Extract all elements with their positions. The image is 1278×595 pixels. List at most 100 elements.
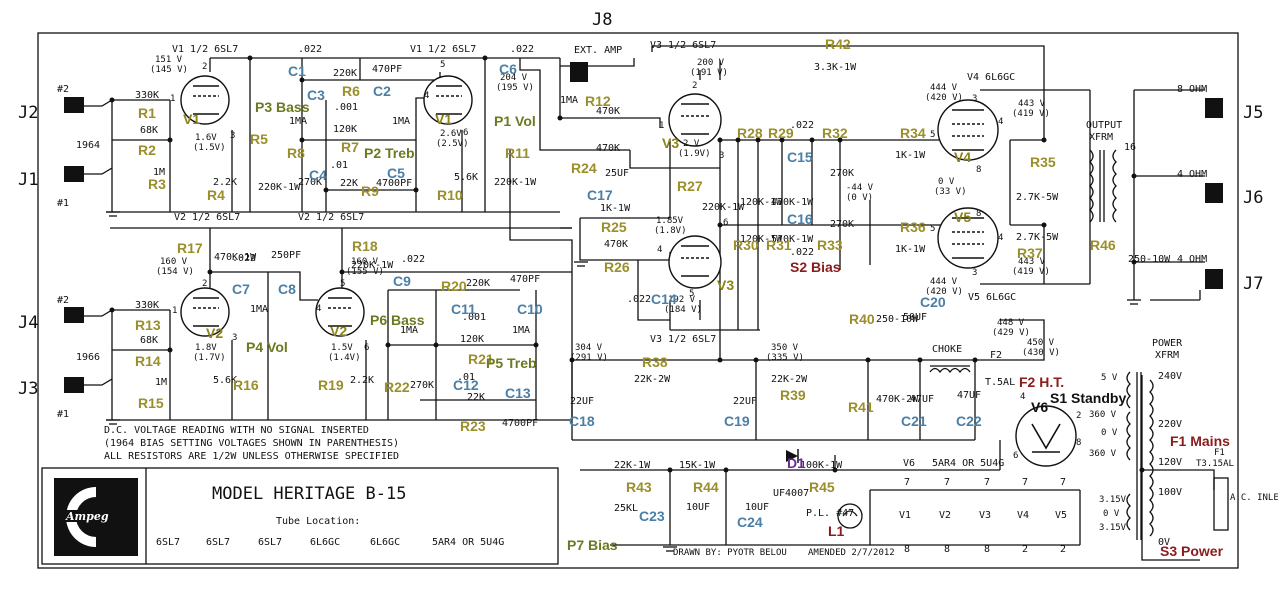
value-label: POWER [1152,338,1183,349]
ref-r42: R42 [825,36,851,52]
ampeg-logo-icon: Ampeg [54,478,138,556]
ref-r11: R11 [505,145,530,161]
value-label: 4 OHM [1177,169,1207,180]
value-label: 4 [316,304,321,314]
value-label: 443 V [1018,99,1046,109]
ref-c18: C18 [569,413,595,429]
ref-r15: R15 [138,395,164,411]
ref-c6: C6 [499,61,517,77]
value-label: 4700PF [376,178,412,189]
ref-c13: C13 [505,385,531,401]
value-label: 5 V [1101,373,1118,383]
jack-label-j7: J7 [1243,274,1263,294]
ref-r32: R32 [822,125,848,141]
ref-r23: R23 [460,418,486,434]
credit-amended: AMENDED 2/7/2012 [808,548,895,558]
transformers [786,149,1229,540]
value-label: V3 1/2 6SL7 [650,40,716,51]
value-label: 1K-1W [895,244,926,255]
value-label: 204 V [500,73,528,83]
value-label: 8 [976,165,981,175]
value-label: (0 V) [846,193,873,203]
ref-r26: R26 [604,259,630,275]
value-label: 8 OHM [1177,84,1207,95]
ref-r36: R36 [900,219,926,235]
value-label: 8 [984,544,990,555]
value-label: 470PF [510,274,540,285]
value-label: 100K-1W [800,460,843,471]
ref-p6-bass: P6 Bass [370,312,425,328]
ref-r4: R4 [207,187,225,203]
value-label: 4 [998,233,1003,243]
value-label: CHOKE [932,344,962,355]
value-label: V2 1/2 6SL7 [174,212,240,223]
value-label: (1.4V) [328,353,361,363]
credit-drawn-by: DRAWN BY: PYOTR BELOU [673,548,787,558]
value-label: 3.15V [1099,495,1127,505]
value-label: XFRM [1155,350,1179,361]
value-label: T.5AL [985,377,1015,388]
value-label: EXT. AMP [574,45,622,56]
value-label: V1 [899,510,911,521]
value-label: 192 V [668,295,696,305]
value-label: V1 1/2 6SL7 [172,44,238,55]
jack-label-j8: J8 [592,10,612,30]
value-label: 220V [1158,419,1182,430]
value-label: 2.6V [440,129,462,139]
ac-inlet [1213,477,1229,531]
ref-r27: R27 [677,178,703,194]
value-label: 4700PF [502,418,538,429]
value-label: V2 1/2 6SL7 [298,212,364,223]
value-label: 25KL [614,503,638,514]
ref-c22: C22 [956,413,982,429]
value-label: #2 [57,84,69,95]
wiring [84,45,1215,561]
value-label: UF4007 [773,488,809,499]
value-label: V5 6L6GC [968,292,1016,303]
value-label: 22K [467,392,485,403]
value-label: 250-10W [1128,254,1171,265]
value-label: 2 [202,279,207,289]
tube-location-3: 6SL7 [258,537,282,548]
value-label: 7 [984,477,990,488]
ref-r14: R14 [135,353,161,369]
value-label: 330K [135,90,159,101]
tube-v5 [937,207,999,269]
value-label: 22K [340,178,358,189]
value-label: 1K-1W [600,203,631,214]
value-label: 22K-2W [771,374,808,385]
value-label: .001 [334,102,358,113]
value-label: 470K [604,239,628,250]
value-label: F1 [1214,448,1225,458]
value-label: 1 [170,94,175,104]
ref-c20: C20 [920,294,946,310]
value-label: 444 V [930,277,958,287]
value-label: 120K-1W [740,234,783,245]
tube-v2a [180,287,230,337]
ref-v5: V5 [954,209,971,225]
ref-r45: R45 [809,479,835,495]
value-label: 8 [976,209,981,219]
value-label: 5 [689,289,694,299]
value-label: 448 V [997,318,1025,328]
ref-c17: C17 [587,187,613,203]
ref-r20: R20 [441,278,467,294]
ref-v1: V1 [183,111,200,127]
value-label: 15K-1W [679,460,716,471]
value-label: (420 V) [925,287,963,297]
value-label: 470K-2W [876,394,919,405]
value-label: 270K [830,168,854,179]
value-label: 470K-1W [771,197,814,208]
value-label: 4 OHM [1177,254,1207,265]
value-label: 0V [1158,537,1170,548]
value-label: .01 [457,372,475,383]
ref-p2-treb: P2 Treb [364,145,415,161]
ref-c10: C10 [517,301,543,317]
ref-r40: R40 [849,311,875,327]
value-label: 470K-1W [214,252,257,263]
value-label: (419 V) [1012,109,1050,119]
tube-location-2: 6SL7 [206,537,230,548]
ref-r18: R18 [352,238,378,254]
ref-r34: R34 [900,125,926,141]
ref-v3: V3 [662,135,679,151]
